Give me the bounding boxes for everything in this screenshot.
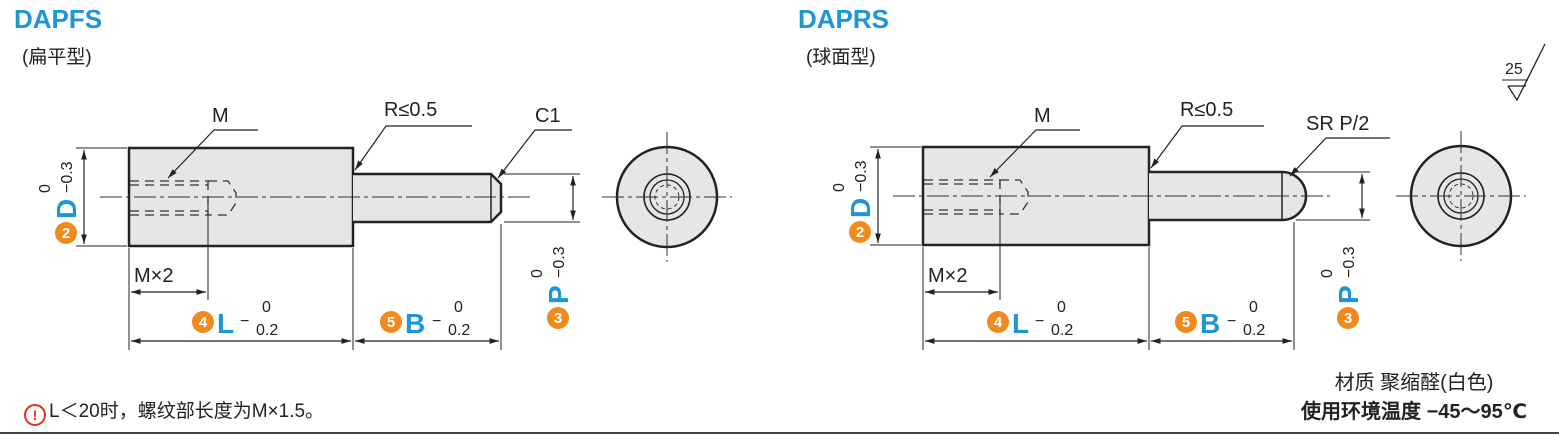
svg-text:−0.3: −0.3 <box>551 246 568 278</box>
svg-text:L: L <box>217 308 234 339</box>
svg-text:P: P <box>1333 285 1364 304</box>
daprs-r-label: R≤0.5 <box>1180 99 1233 121</box>
svg-text:−: − <box>1035 313 1044 330</box>
svg-text:0: 0 <box>831 183 848 192</box>
temperature-text: 使用环境温度 −45～95℃ <box>1301 401 1527 423</box>
subtitle-spherical: (球面型) <box>806 47 876 68</box>
svg-text:0.2: 0.2 <box>1243 322 1265 339</box>
dapfs-drawing <box>76 125 732 350</box>
dapfs-c-label: C1 <box>535 105 561 127</box>
dapfs-thread-hidden <box>130 180 237 216</box>
subtitle-flat: (扁平型) <box>22 47 92 68</box>
daprs-mx2-label: M×2 <box>928 265 967 287</box>
svg-text:D: D <box>51 199 82 219</box>
spec-block: 材质 聚缩醛(白色) 使用环境温度 −45～95℃ <box>1301 366 1527 424</box>
svg-text:0.2: 0.2 <box>1051 322 1073 339</box>
warning-icon: ! <box>24 404 46 426</box>
svg-text:3: 3 <box>1344 310 1352 327</box>
dapfs-mx2-label: M×2 <box>134 265 173 287</box>
svg-text:−: − <box>240 313 249 330</box>
daprs-m-label: M <box>1034 105 1051 127</box>
svg-text:4: 4 <box>199 314 208 331</box>
daprs-l-dim: 4 L − 0 0.2 <box>987 299 1073 339</box>
svg-text:25: 25 <box>1505 61 1523 78</box>
length-note: !L＜20时，螺纹部长度为M×1.5。 <box>24 396 324 426</box>
daprs-thread-hidden <box>924 179 1029 215</box>
svg-text:−: − <box>432 313 441 330</box>
bottom-divider <box>0 432 1559 434</box>
svg-text:0: 0 <box>262 299 271 316</box>
svg-text:0: 0 <box>1057 299 1066 316</box>
daprs-p-dim: 3 P 0 −0.3 <box>1319 246 1364 329</box>
note-text: L＜20时，螺纹部长度为M×1.5。 <box>49 401 325 422</box>
svg-text:L: L <box>1012 308 1029 339</box>
svg-text:−0.3: −0.3 <box>853 160 870 192</box>
svg-text:0: 0 <box>1319 269 1336 278</box>
svg-text:B: B <box>405 308 425 339</box>
svg-text:2: 2 <box>62 225 70 242</box>
surface-roughness-symbol: 25 <box>1502 43 1546 102</box>
svg-text:−: − <box>1227 313 1236 330</box>
daprs-drawing <box>870 125 1526 350</box>
svg-text:0: 0 <box>529 269 546 278</box>
svg-text:−0.3: −0.3 <box>1341 246 1358 278</box>
title-daprs: DAPRS <box>798 4 890 34</box>
svg-text:0: 0 <box>37 184 54 193</box>
title-dapfs: DAPFS <box>14 4 103 34</box>
dapfs-p-dim: 3 P 0 −0.3 <box>529 246 574 329</box>
dapfs-r-label: R≤0.5 <box>384 99 437 121</box>
svg-text:4: 4 <box>994 314 1003 331</box>
dapfs-l-dim: 4 L − 0 0.2 <box>192 299 278 339</box>
svg-text:2: 2 <box>856 224 864 241</box>
svg-text:0: 0 <box>454 299 463 316</box>
svg-text:5: 5 <box>387 314 395 331</box>
svg-text:B: B <box>1200 308 1220 339</box>
material-text: 材质 聚缩醛(白色) <box>1334 372 1494 394</box>
dapfs-d-dim: 2 D 0 −0.3 <box>37 161 82 244</box>
svg-text:0.2: 0.2 <box>256 322 278 339</box>
daprs-sr-label: SR P/2 <box>1306 113 1369 135</box>
svg-text:−0.3: −0.3 <box>59 161 76 193</box>
svg-text:5: 5 <box>1182 314 1190 331</box>
svg-text:0: 0 <box>1249 299 1258 316</box>
svg-text:3: 3 <box>554 310 562 327</box>
svg-text:0.2: 0.2 <box>448 322 470 339</box>
svg-text:P: P <box>543 285 574 304</box>
dapfs-b-dim: 5 B − 0 0.2 <box>380 299 470 339</box>
dapfs-m-label: M <box>212 105 229 127</box>
dapfs-shaft <box>353 172 503 224</box>
daprs-b-dim: 5 B − 0 0.2 <box>1175 299 1265 339</box>
svg-text:D: D <box>845 198 876 218</box>
daprs-d-dim: 2 D 0 −0.3 <box>831 160 876 243</box>
